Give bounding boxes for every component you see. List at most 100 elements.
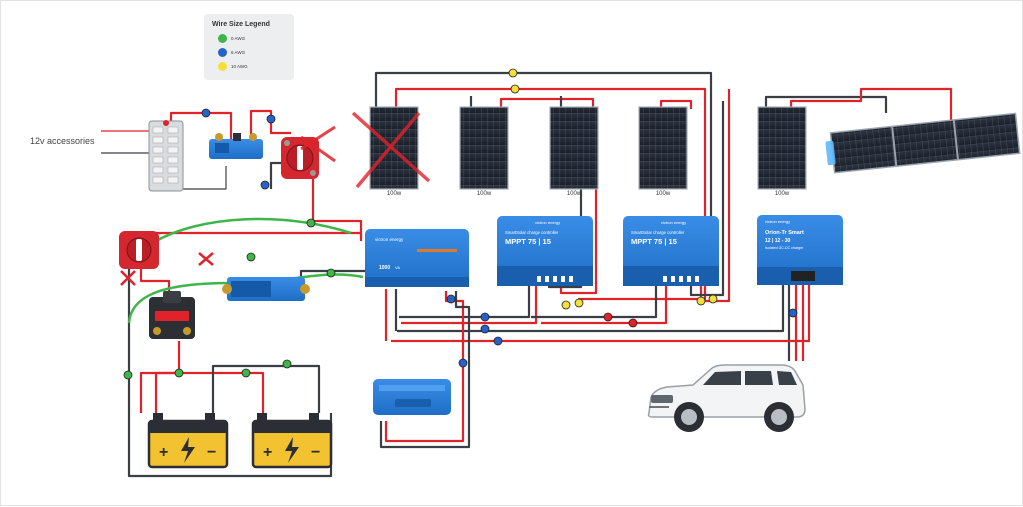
svg-text:−: − [207, 444, 216, 461]
dot-blue [480, 324, 490, 334]
inverter: victron energy 1000 VA [365, 229, 469, 287]
wire-bat-series-dark [211, 364, 321, 413]
legend-label: 6 AWG [231, 50, 246, 55]
circuit-breaker [149, 291, 195, 339]
inverter-brand: victron energy [375, 237, 404, 242]
wire-solar-dark-top [374, 71, 713, 231]
svg-text:+: + [263, 444, 272, 461]
wire-ctl2-bus-red [541, 283, 668, 325]
wire-fuse-dark [181, 166, 227, 190]
solar-panel-4 [638, 106, 688, 190]
dot-yellow [574, 298, 584, 308]
svg-text:−: − [311, 444, 320, 461]
dot-green [174, 368, 184, 378]
mppt-2-brand: victron energy [661, 220, 686, 225]
solar-panels [351, 106, 1021, 190]
wire-switch1-inverter [311, 179, 363, 237]
svg-text:+: + [159, 444, 168, 461]
solar-panel-5 [757, 106, 807, 190]
legend-label: 10 AWG [231, 64, 248, 69]
wire-pv5-dark [764, 95, 888, 113]
dot-blue [493, 336, 503, 346]
legend-item-10awg: 10 AWG [218, 62, 286, 71]
inverter-unit: VA [395, 265, 400, 270]
dot-blue [458, 358, 468, 368]
dcdc-line3: Isolated DC-DC charger [765, 246, 804, 250]
battery-protect-device [209, 133, 263, 159]
wire-shunt-switch-red [249, 109, 291, 141]
dot-red [628, 318, 638, 328]
wire-fuse-shunt-red [169, 111, 233, 141]
dot-blue [480, 312, 490, 322]
wires [101, 71, 953, 478]
mppt-1-line1: SmartSolar charge controller [505, 230, 559, 235]
cross-out-mark [120, 270, 136, 286]
inverter-rating: 1000 [379, 265, 390, 271]
battery-switch-2 [119, 231, 159, 269]
wire-solar-red-p3 [499, 97, 595, 109]
panel-label-4: 100w [655, 191, 671, 197]
dot-blue [446, 294, 456, 304]
smart-shunt [222, 277, 310, 301]
fuse-block [148, 120, 184, 192]
wire-dcdc-bus-red [391, 283, 811, 343]
dot-green [306, 218, 316, 228]
solar-panel-3 [549, 106, 599, 190]
wire-bat-series-red [154, 371, 265, 413]
legend-item-0awg: 0 AWG [218, 34, 286, 43]
wire-dcdc-vehicle-red [794, 283, 805, 361]
dot-yellow [510, 84, 520, 94]
wire-pv5-ctl2-dark [689, 101, 725, 297]
legend-title: Wire Size Legend [212, 21, 270, 28]
mppt-1-line2: MPPT 75 | 15 [505, 237, 551, 246]
wire-fuse-battery-red [139, 341, 181, 413]
wire-dcdc-bus-dark [397, 283, 785, 333]
dot-red [603, 312, 613, 322]
wire-switch2-down [139, 263, 171, 299]
dcdc-brand: victron energy [765, 219, 790, 224]
dot-yellow [696, 296, 706, 306]
wire-switch2-inverter-red [149, 231, 363, 241]
mppt-2-line1: SmartSolar charge controller [631, 230, 685, 235]
wire-inverter-charger [384, 291, 465, 443]
mppt-2-line2: MPPT 75 | 15 [631, 237, 677, 246]
legend-item-6awg: 6 AWG [218, 48, 286, 57]
dot-blue [260, 180, 270, 190]
portable-solar-panel [825, 112, 1021, 174]
mppt-1-brand: victron energy [535, 220, 560, 225]
solar-panel-2 [459, 106, 509, 190]
junction-dots [123, 68, 798, 380]
dot-yellow [708, 294, 718, 304]
dot-yellow [508, 68, 518, 78]
dc-dc-charger: victron energy Orion-Tr Smart 12 | 12 - … [757, 215, 843, 285]
cross-out-mark [351, 111, 431, 189]
dot-blue [266, 114, 276, 124]
blue-dot-icon [218, 48, 227, 57]
wire-ctl1-bus-dark [399, 283, 531, 319]
panel-label-5: 100w [774, 191, 790, 197]
battery-switch-1 [281, 137, 319, 179]
legend-label: 0 AWG [231, 36, 246, 41]
ac-battery-charger [373, 379, 451, 415]
panel-label-2: 100w [476, 191, 492, 197]
battery-1: + − [147, 413, 229, 469]
wire-ctl2-bus-dark [531, 283, 658, 319]
dot-green [326, 268, 336, 278]
cross-out-mark [198, 252, 214, 266]
dcdc-line1: Orion-Tr Smart [765, 230, 804, 236]
dot-green [123, 370, 133, 380]
dcdc-line2: 12 | 12 - 30 [765, 238, 791, 244]
mppt-controller-1: victron energy SmartSolar charge control… [497, 216, 593, 286]
accessories-label: 12v accessories [30, 136, 95, 146]
dot-green [282, 359, 292, 369]
yellow-dot-icon [218, 62, 227, 71]
wire-green-1 [155, 217, 352, 243]
vehicle-suv-icon [647, 364, 806, 432]
green-dot-icon [218, 34, 227, 43]
dot-blue [201, 108, 211, 118]
wire-solar-red-p4 [659, 99, 693, 109]
wire-inverter-charger-dark [379, 291, 471, 449]
mppt-controller-2: victron energy SmartSolar charge control… [623, 216, 719, 286]
